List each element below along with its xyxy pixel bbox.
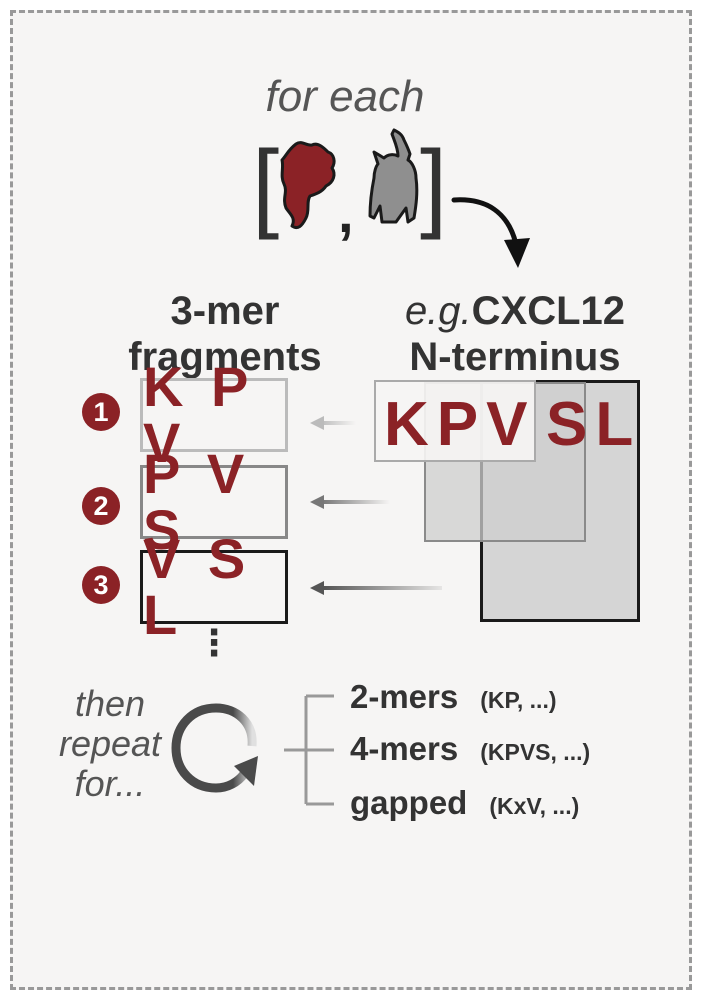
fragment-text-2: P V S — [143, 442, 251, 561]
kmer-example-3: (KxV, ...) — [489, 793, 580, 819]
fragment-box-1: K P V — [140, 359, 288, 471]
kmer-label-1: 2-mers — [350, 678, 459, 715]
fragment-arrows — [310, 416, 442, 595]
fragment-box-3: V S L — [140, 531, 288, 643]
kmer-example-2: (KPVS, ...) — [480, 739, 591, 765]
repeat-label-line2: repeat — [58, 723, 162, 764]
right-heading-line1: e.g.CXCL12 — [370, 288, 660, 334]
eg-prefix: e.g. — [404, 289, 472, 333]
left-heading-line2: fragments — [128, 335, 322, 379]
cycle-icon — [171, 703, 258, 793]
sequence-highlighted: KPV — [384, 390, 536, 459]
arrow-1-icon — [310, 416, 356, 430]
fragment-box-2: P V S — [140, 446, 288, 558]
right-heading: e.g.CXCL12 N-terminus — [370, 288, 660, 380]
protein-name: CXCL12 — [471, 289, 626, 333]
close-bracket: ] — [420, 130, 448, 240]
comma: , — [338, 181, 354, 244]
open-bracket: [ — [252, 130, 280, 240]
repeat-label-line3: for... — [74, 763, 146, 804]
arrow-3-icon — [310, 581, 442, 595]
left-heading-line1: 3-mer — [170, 289, 280, 333]
for-each-label: for each — [265, 72, 425, 121]
step-badge-2: 2 — [82, 487, 120, 525]
human-map-icon — [280, 141, 336, 230]
sequence-rest: SL — [546, 390, 642, 459]
kmer-label-3: gapped — [350, 784, 468, 821]
cat-icon — [368, 128, 419, 224]
step-badge-3: 3 — [82, 566, 120, 604]
fragment-text-3: V S L — [143, 527, 252, 646]
left-heading: 3-mer fragments — [100, 288, 350, 380]
step-badge-1: 1 — [82, 393, 120, 431]
sequence-window-front — [374, 380, 536, 462]
kmer-label-2: 4-mers — [350, 730, 459, 767]
arrow-2-icon — [310, 495, 390, 509]
curved-arrow-icon — [451, 197, 530, 268]
kmer-row-1: 2-mers (KP, ...) — [350, 678, 557, 716]
continuation-dots: ⋮ — [196, 622, 232, 663]
right-heading-line2: N-terminus — [409, 335, 621, 379]
repeat-label: then repeat for... — [50, 684, 170, 804]
list-bracket — [284, 694, 334, 806]
repeat-label-line1: then — [74, 683, 146, 724]
kmer-row-3: gapped (KxV, ...) — [350, 784, 579, 822]
kmer-example-1: (KP, ...) — [480, 687, 557, 713]
fragment-text-1: K P V — [143, 355, 254, 474]
kmer-row-2: 4-mers (KPVS, ...) — [350, 730, 590, 768]
